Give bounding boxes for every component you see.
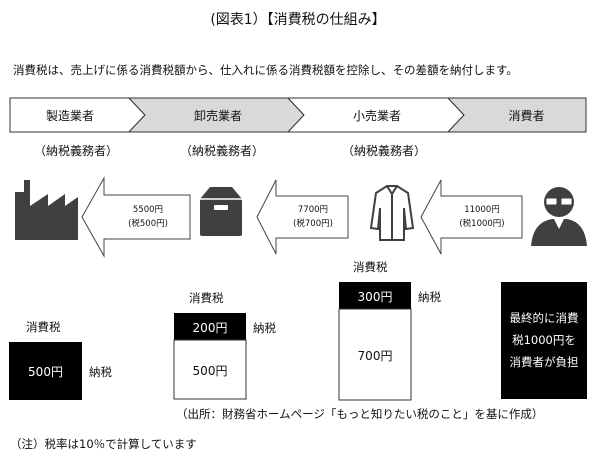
consumer-burden-box <box>501 282 587 399</box>
transaction-price-3: 11000円 (税1000円) <box>442 203 522 231</box>
manufacturer-payment-label: 納税 <box>89 365 112 379</box>
consumer-burden-line-2: 税1000円を <box>512 333 576 347</box>
transaction-price-2: 7700円 (税700円) <box>278 203 348 231</box>
flow-arrow-retailer-to-wholesaler <box>256 179 349 255</box>
consumer-burden-line-1: 最終的に消費 <box>509 311 579 325</box>
transaction-price-3-amount: 11000円 <box>464 205 500 215</box>
source-note: （出所：財務省ホームページ「もっと知りたい税のこと」を基に作成） <box>176 407 544 421</box>
stage-sub-retailer: （納税義務者） <box>342 144 427 158</box>
footnote: （注）税率は10％で計算しています <box>10 437 197 451</box>
shirt-icon <box>369 185 415 241</box>
retailer-deducted-block <box>338 308 412 401</box>
wholesaler-paid-value: 200円 <box>192 321 228 335</box>
box-icon <box>200 187 242 236</box>
retailer-deducted-value: 700円 <box>357 349 393 363</box>
person-icon <box>531 187 587 246</box>
retailer-paid-block <box>339 282 411 309</box>
manufacturer-paid-value: 500円 <box>28 365 63 379</box>
flow-arrow-wholesaler-to-manufacturer <box>81 176 191 258</box>
transaction-price-2-amount: 7700円 <box>297 205 329 215</box>
transaction-price-1-amount: 5500円 <box>132 205 164 215</box>
consumer-burden-line-3: 消費者が負担 <box>509 355 579 369</box>
stage-label-retailer: 小売業者 <box>352 109 401 123</box>
manufacturer-tax-label: 消費税 <box>26 320 61 334</box>
manufacturer-tax-block <box>9 342 82 400</box>
wholesaler-deducted-value: 500円 <box>192 364 228 378</box>
stage-sub-manufacturer: （納税義務者） <box>34 144 119 158</box>
transaction-price-1: 5500円 (税500円) <box>108 203 188 231</box>
stage-label-wholesaler: 卸売業者 <box>193 109 242 123</box>
stage-sub-wholesaler: （納税義務者） <box>180 144 265 158</box>
flow-arrow-consumer-to-retailer <box>420 179 523 255</box>
wholesaler-payment-label: 納税 <box>253 321 276 335</box>
wholesaler-deducted-block <box>173 339 247 400</box>
diagram-title: (図表1）【消費税の仕組み】 <box>210 12 386 28</box>
transaction-price-2-tax: (税700円) <box>293 219 333 229</box>
stage-chevron-consumer <box>446 97 587 133</box>
retailer-paid-value: 300円 <box>357 290 393 304</box>
wholesaler-paid-block <box>174 313 246 340</box>
retailer-tax-label: 消費税 <box>353 260 388 274</box>
wholesaler-tax-label: 消費税 <box>189 291 224 305</box>
stage-label-manufacturer: 製造業者 <box>45 109 94 123</box>
transaction-price-1-tax: (税500円) <box>128 219 168 229</box>
consumer-burden-text: 最終的に消費 税1000円を 消費者が負担 <box>501 307 587 373</box>
stage-label-consumer: 消費者 <box>508 109 545 123</box>
transaction-price-3-tax: (税1000円) <box>459 219 505 229</box>
intro-text: 消費税は、売上げに係る消費税額から、仕入れに係る消費税額を控除し、その差額を納付… <box>13 63 518 77</box>
retailer-payment-label: 納税 <box>418 290 441 304</box>
factory-icon <box>15 180 78 240</box>
